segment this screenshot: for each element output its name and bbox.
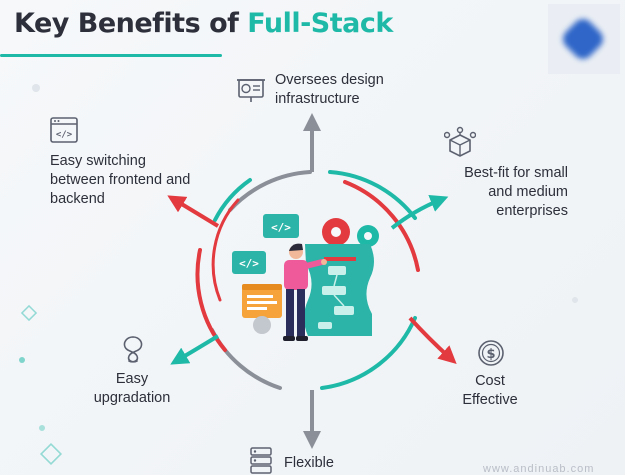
- decor-dot: [572, 297, 578, 303]
- title-accent: Full-Stack: [247, 8, 393, 39]
- decor-dot: [39, 425, 45, 431]
- person-leg: [297, 289, 305, 337]
- person-shirt: [284, 260, 308, 290]
- ring-segment: [320, 316, 417, 390]
- decor-dot: [32, 84, 40, 92]
- watermark-text: www.andinuab.com: [483, 463, 595, 475]
- upgrade-swirl-icon: [123, 336, 143, 363]
- ring-segment: [195, 248, 227, 352]
- ring-segment: [228, 170, 312, 212]
- code-tag-text: </>: [239, 257, 259, 270]
- arrow-top-right: [390, 194, 449, 230]
- code-window-icon: </>: [50, 117, 78, 143]
- code-icon-text: </>: [56, 130, 73, 140]
- ring-segment: [328, 170, 417, 220]
- ring-segment: [343, 180, 420, 272]
- arrow-bottom-left: [170, 334, 220, 365]
- presentation-board-icon: [237, 79, 265, 102]
- code-tag-bubble: [263, 214, 299, 238]
- decor-diamond: [39, 442, 63, 466]
- page-title: Key Benefits of Full-Stack: [14, 8, 393, 39]
- ring-segment: [213, 178, 252, 222]
- benefit-label-flexible: Flexible: [284, 455, 334, 471]
- decor-diamond: [20, 304, 38, 322]
- cube-network-icon: [444, 126, 476, 157]
- code-tag-bubble: [232, 251, 266, 274]
- decor-dot: [19, 357, 25, 363]
- person-leg: [286, 289, 294, 337]
- developer-illustration: </> </>: [232, 214, 379, 341]
- brand-logo: [548, 4, 620, 74]
- gear-icon: [253, 316, 271, 334]
- title-plain: Key Benefits of: [14, 8, 248, 39]
- arrow-top-left: [167, 195, 220, 228]
- svg-text:$: $: [486, 347, 495, 362]
- arrow-bottom-right: [408, 316, 457, 365]
- dollar-coin-icon: $: [478, 340, 504, 366]
- ring-segment: [210, 328, 282, 390]
- ring-segment: [211, 198, 240, 302]
- code-tag-text: </>: [271, 221, 291, 234]
- server-stack-icon: [250, 447, 272, 474]
- title-underline: [0, 54, 222, 57]
